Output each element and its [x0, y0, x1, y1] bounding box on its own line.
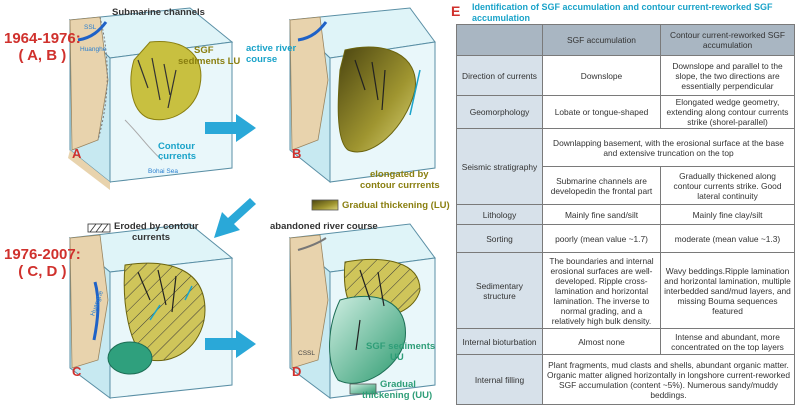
elongated-label-2: contour currrents	[360, 180, 440, 191]
panel-b	[288, 7, 436, 184]
table-row: Submarine channels are developedin the f…	[457, 166, 795, 205]
cssl-label: CSSL	[298, 350, 315, 357]
sgf-cell: Lobate or tongue-shaped	[542, 95, 661, 129]
panel-letter-a: A	[72, 146, 82, 161]
contour-cell: Downslope and parallel to the slope, the…	[660, 55, 795, 96]
contour-cell: Wavy beddings.Ripple lamination and hori…	[660, 252, 795, 329]
table-row: Sorting poorly (mean value ~1.7) moderat…	[456, 224, 795, 253]
panel-a	[68, 7, 234, 190]
panel-letter-c: C	[72, 364, 82, 379]
table-title: Identification of SGF accumulation and c…	[472, 2, 773, 23]
sgf-cell: The boundaries and internal erosional su…	[542, 252, 661, 329]
sgf-cell: poorly (mean value ~1.7)	[542, 224, 661, 253]
comparison-table-panel: E Identification of SGF accumulation and…	[442, 0, 798, 414]
active-river-label-1: active river	[246, 43, 297, 54]
row-label: Lithology	[456, 204, 543, 225]
table-row: Internal filling Plant fragments, mud cl…	[456, 354, 795, 405]
header-sgf: SGF accumulation	[542, 24, 661, 56]
gradual-uu-label-2: thickening (UU)	[362, 390, 433, 401]
period-2-label: 1976-2007: ( C, D )	[4, 246, 81, 280]
shared-cell: Downlapping basement, with the erosional…	[542, 128, 795, 167]
table-row: Geomorphology Lobate or tongue-shaped El…	[456, 95, 795, 129]
period-2-panels: ( C, D )	[18, 263, 67, 280]
comparison-table: SGF accumulation Contour current-reworke…	[456, 24, 795, 405]
panel-letter-e: E	[451, 3, 461, 19]
contour-cell: Mainly fine clay/silt	[660, 204, 795, 225]
row-label: Internal bioturbation	[456, 328, 543, 355]
shared-cell: Plant fragments, mud clasts and shells, …	[542, 354, 795, 405]
panel-letter-b: B	[292, 146, 302, 161]
contour-cell: Gradually thickened along contour curren…	[660, 166, 795, 205]
bohai-sea-label: Bohai Sea	[148, 168, 178, 175]
contour-currents-label-1: Contour	[158, 141, 195, 152]
table-row: Lithology Mainly fine sand/silt Mainly f…	[456, 204, 795, 225]
active-river-label-2: course	[246, 54, 278, 65]
block-diagram-figure: 1964-1976: ( A, B ) 1976-2007: ( C, D ) …	[4, 7, 450, 401]
table-row: Seismic stratigraphy Downlapping basemen…	[456, 128, 795, 205]
gradual-lu-label: Gradual thickening (LU)	[342, 200, 450, 211]
flow-arrows	[205, 114, 256, 358]
abandoned-river-label: abandoned river course	[270, 221, 378, 232]
period-1-label: 1964-1976: ( A, B )	[4, 30, 81, 64]
eroded-label-1: Eroded by contour	[114, 221, 199, 232]
ssl-label-a: SSL	[84, 24, 97, 31]
table-row: Direction of currents Downslope Downslop…	[456, 55, 795, 96]
table-row: Sedimentary structure The boundaries and…	[456, 252, 795, 329]
gradual-uu-label-1: Gradual	[380, 379, 416, 390]
sgf-cell: Submarine channels are developedin the f…	[542, 166, 661, 205]
period-1-panels: ( A, B )	[18, 47, 67, 64]
contour-cell: moderate (mean value ~1.3)	[660, 224, 795, 253]
row-label: Direction of currents	[456, 55, 543, 96]
eroded-label-2: currents	[132, 232, 171, 243]
row-label: Seismic stratigraphy	[456, 128, 543, 205]
table-row: Internal bioturbation Almost none Intens…	[456, 328, 795, 355]
panel-letter-d: D	[292, 364, 302, 379]
gradual-lu-swatch	[311, 199, 339, 211]
sgf-uu-label-2: UU	[390, 352, 404, 363]
period-1-years: 1964-1976:	[4, 30, 81, 47]
submarine-channels-label: Submarine channels	[112, 7, 205, 18]
sgf-cell: Mainly fine sand/silt	[542, 204, 661, 225]
contour-cell: Elongated wedge geometry, extending alon…	[660, 95, 795, 129]
table-header-row: SGF accumulation Contour current-reworke…	[456, 24, 795, 56]
gradual-uu-swatch	[349, 383, 377, 395]
sgf-cell: Downslope	[542, 55, 661, 96]
sgf-cell: Almost none	[542, 328, 661, 355]
period-2-years: 1976-2007:	[4, 246, 81, 263]
elongated-label-1: elongated by	[370, 169, 429, 180]
block-diagrams	[68, 7, 436, 399]
sgf-uu-label-1: SGF sediments	[366, 341, 436, 352]
row-label: Sedimentary structure	[456, 252, 543, 329]
panel-d	[288, 223, 436, 399]
sgf-lu-label-1: SGF	[194, 45, 214, 56]
huanghe-label-a: Huanghe	[80, 46, 107, 53]
contour-currents-label-2: currents	[158, 151, 197, 162]
header-empty	[456, 24, 543, 56]
panel-c	[68, 223, 234, 399]
sgf-lu-label-2: sediments LU	[178, 56, 241, 67]
row-label: Geomorphology	[456, 95, 543, 129]
row-label: Sorting	[456, 224, 543, 253]
row-label: Internal filling	[456, 354, 543, 405]
contour-cell: Intense and abundant, more concentrated …	[660, 328, 795, 355]
header-contour: Contour current-reworked SGF accumulatio…	[660, 24, 795, 56]
